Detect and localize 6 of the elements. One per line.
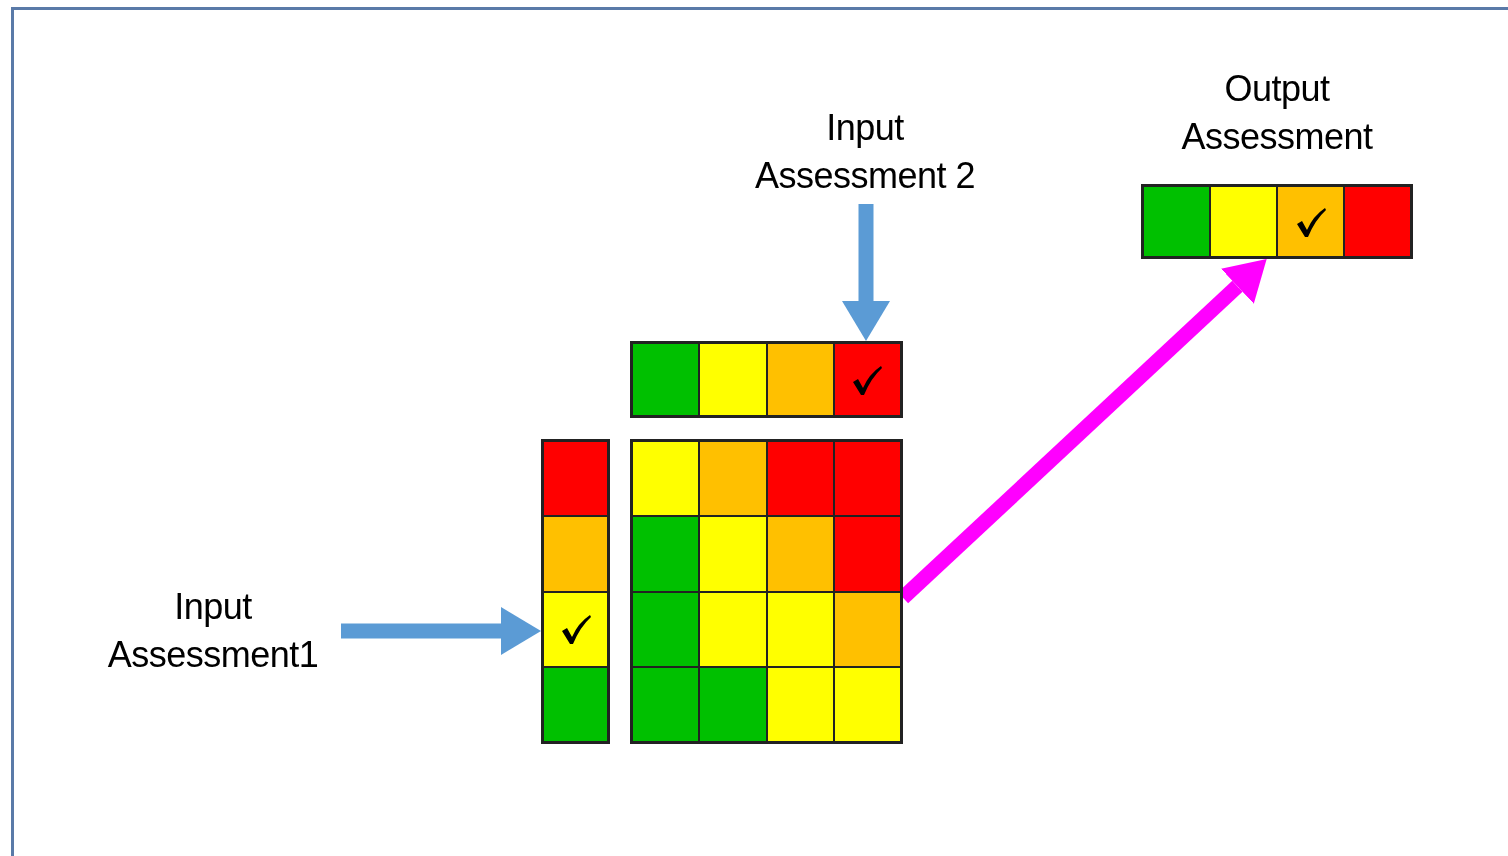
node-label: Output Assessment: [1180, 67, 1374, 159]
arrow: [842, 204, 890, 341]
node-label: Input Assessment1: [106, 585, 320, 677]
node-label: Input Assessment 2: [753, 106, 977, 198]
matrix-cell: [833, 591, 901, 667]
arrow: [341, 607, 541, 655]
